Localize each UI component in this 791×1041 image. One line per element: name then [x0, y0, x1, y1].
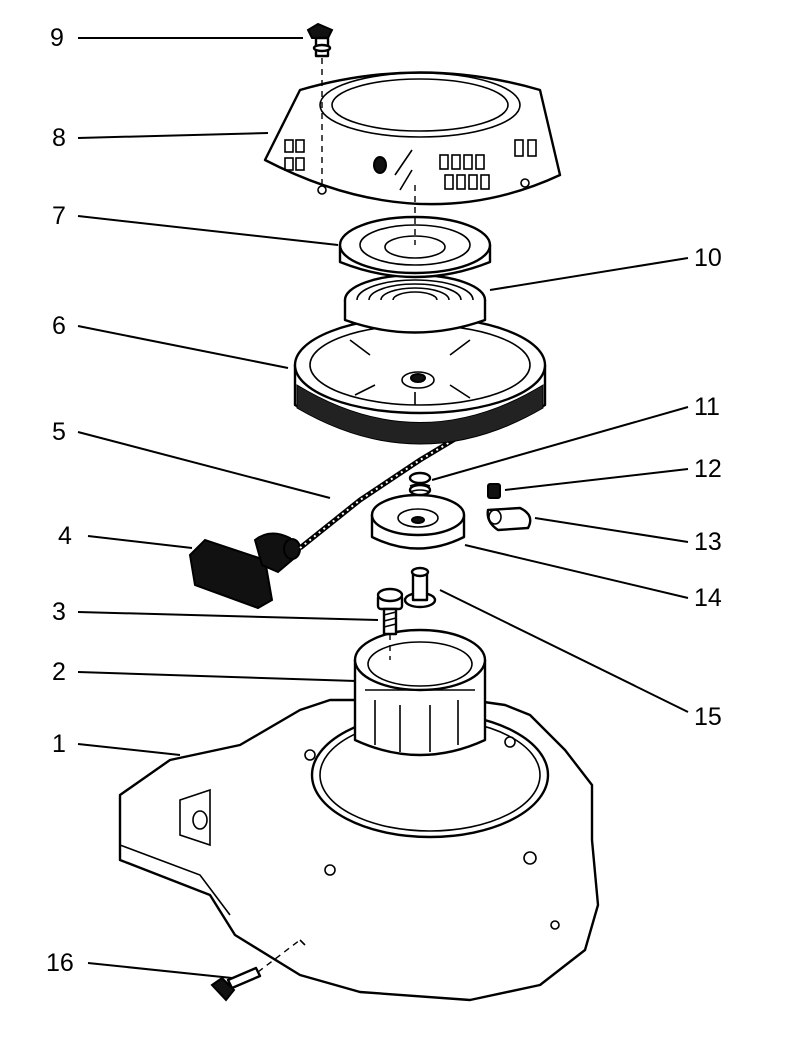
callout-15: 15: [694, 703, 722, 731]
leader-lines: [77, 37, 689, 979]
callout-14: 14: [694, 584, 722, 612]
callout-3: 3: [52, 598, 66, 626]
part-4-starter-handle: [188, 532, 301, 610]
callout-7: 7: [52, 202, 66, 230]
callout-9: 9: [50, 24, 64, 52]
part-12-small-spring: [487, 483, 501, 499]
part-14-pawl-housing: [370, 493, 466, 550]
callout-16: 16: [46, 949, 74, 977]
callout-12: 12: [694, 455, 722, 483]
callout-2: 2: [52, 658, 66, 686]
part-1-blower-housing: [118, 698, 600, 1002]
part-3-bolt: [376, 587, 404, 636]
part-8-starter-housing: [263, 71, 562, 206]
part-2-starter-cup: [353, 628, 487, 757]
part-16-screw: [210, 966, 262, 1002]
callout-8: 8: [52, 124, 66, 152]
part-6-pulley: [293, 315, 547, 445]
callout-11: 11: [694, 393, 720, 421]
callout-6: 6: [52, 312, 66, 340]
callout-4: 4: [58, 522, 72, 550]
part-11-spring: [408, 471, 432, 497]
callout-labels: 9 8 7 10 6 11 5 12 4 13 14 3 2 15 1 16: [46, 24, 722, 977]
part-5-rope: [298, 427, 472, 550]
part-9-screw: [306, 22, 334, 58]
assembly-center-lines: [257, 58, 416, 973]
callout-10: 10: [694, 244, 722, 272]
callout-1: 1: [52, 730, 66, 758]
part-15-screw: [403, 566, 437, 609]
part-7-spring-cover: [338, 215, 492, 279]
part-13-pawl: [486, 506, 532, 532]
part-10-recoil-spring: [343, 273, 487, 334]
callout-13: 13: [694, 528, 722, 556]
callout-5: 5: [52, 418, 66, 446]
